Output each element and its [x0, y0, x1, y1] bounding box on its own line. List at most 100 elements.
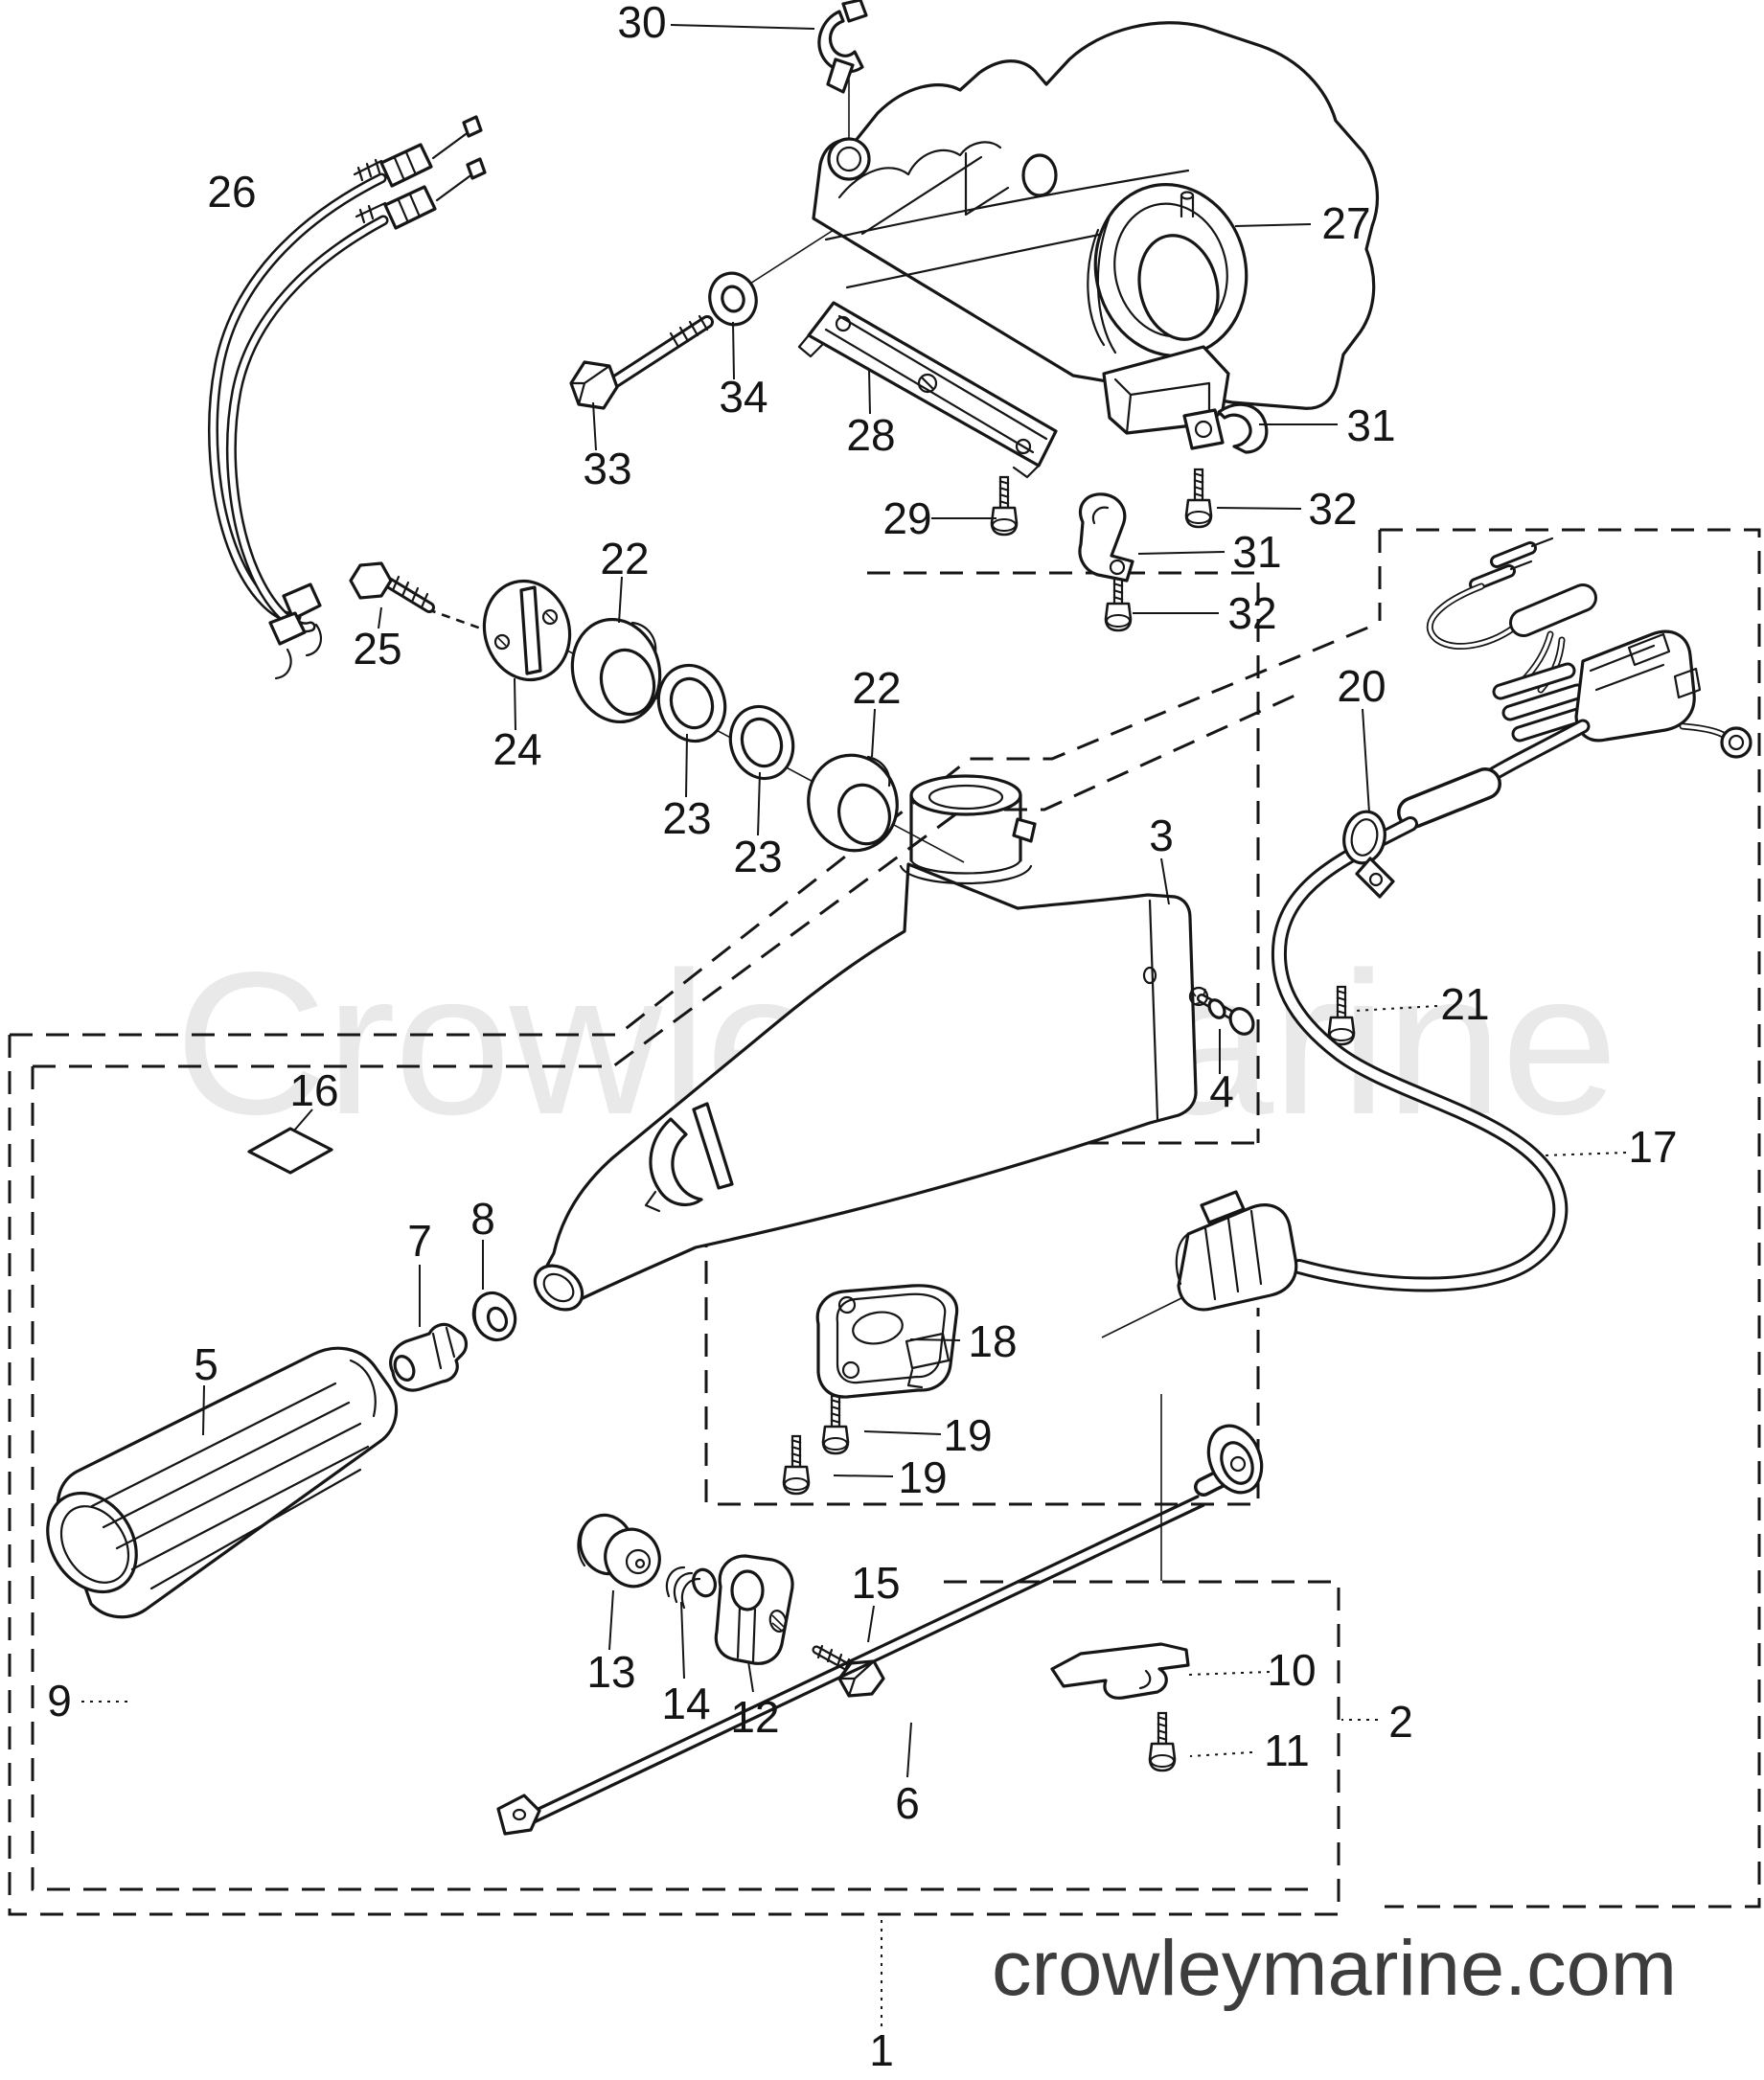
callout-label-14: 14 [661, 1679, 710, 1728]
ring-terminal [1720, 726, 1753, 759]
part-slide-plate-28 [797, 301, 1058, 479]
harness-end-connector [1177, 1203, 1298, 1312]
callout-leader-12 [747, 1660, 754, 1693]
callout-label-3: 3 [1149, 811, 1174, 860]
callout-label-32: 32 [1308, 484, 1357, 534]
callout-leader-10 [1187, 1671, 1271, 1676]
callout-label-34: 34 [719, 372, 767, 422]
part-grommet-22a [570, 617, 662, 724]
callout-label-15: 15 [851, 1558, 900, 1608]
callout-label-10: 10 [1267, 1645, 1316, 1695]
part-spring-14 [665, 1566, 717, 1610]
group-box-bracket [704, 1188, 1260, 1506]
callout-leader-22 [871, 708, 876, 758]
callout-label-32: 32 [1227, 588, 1276, 638]
callout-label-16: 16 [289, 1065, 338, 1115]
footer-site-text: crowleymarine.com [992, 1925, 1677, 2012]
part-clip-30 [817, 0, 868, 94]
callout-leader-15 [867, 1605, 875, 1643]
cable-retainer-band [692, 1102, 734, 1190]
callout-label-6: 6 [895, 1778, 920, 1828]
group-box-1-inner [33, 690, 1304, 1068]
callout-label-19: 19 [898, 1452, 947, 1502]
callout-label-12: 12 [730, 1692, 779, 1742]
callout-leader-5 [202, 1384, 205, 1436]
callout-label-17: 17 [1628, 1122, 1677, 1172]
callout-label-27: 27 [1321, 198, 1370, 248]
callout-label-19: 19 [943, 1410, 992, 1460]
group-box-1-outer [10, 621, 1381, 1037]
callout-label-18: 18 [968, 1316, 1017, 1366]
part-washer-23a [656, 663, 727, 743]
part-clamp-12 [714, 1554, 794, 1665]
part-screw-32a [1184, 468, 1213, 529]
callout-label-23: 23 [733, 832, 782, 881]
callout-label-11: 11 [1264, 1726, 1310, 1775]
callout-leader-25 [378, 606, 382, 629]
callout-label-30: 30 [617, 0, 666, 47]
part-clip-10 [1050, 1642, 1190, 1700]
callout-leader-11 [1189, 1751, 1253, 1757]
callout-leader-18 [909, 1338, 961, 1341]
part-bolt-33 [569, 314, 714, 410]
callout-leader-14 [680, 1601, 685, 1680]
callout-leader-30 [670, 24, 815, 30]
callout-label-31: 31 [1232, 527, 1281, 577]
callout-leader-22 [618, 576, 623, 624]
part-clamp-31b [1078, 492, 1134, 583]
callout-leader-23 [685, 733, 688, 798]
callout-label-29: 29 [882, 493, 931, 543]
callout-leader-23 [757, 771, 761, 836]
callout-leader-19 [833, 1474, 894, 1477]
callout-label-33: 33 [583, 444, 631, 493]
part-clamp-20 [1342, 810, 1395, 899]
callout-leader-13 [608, 1589, 614, 1651]
callout-label-1: 1 [869, 2025, 894, 2075]
callout-leader-34 [732, 321, 735, 380]
harness-connector [1574, 629, 1696, 743]
part-bolt-25 [349, 561, 435, 613]
callout-label-7: 7 [407, 1216, 432, 1266]
callout-label-20: 20 [1337, 661, 1386, 711]
callout-leader-32 [1216, 507, 1302, 510]
part-grommet-8 [471, 1291, 517, 1342]
callout-label-24: 24 [493, 724, 541, 774]
callout-label-22: 22 [852, 663, 901, 713]
callout-label-26: 26 [207, 167, 256, 217]
callout-label-25: 25 [353, 624, 401, 674]
part-bracket-housing-27 [812, 21, 1380, 435]
callout-label-28: 28 [846, 410, 895, 460]
callout-label-9: 9 [47, 1676, 72, 1726]
callout-leader-20 [1362, 708, 1370, 813]
callout-leader-19 [863, 1430, 942, 1435]
group-box-1-frame-inner [31, 1066, 1315, 1891]
part-screw-29 [990, 475, 1019, 537]
group-boxes [8, 528, 1761, 1916]
part-wiring-harness-17 [1175, 537, 1753, 1312]
callout-label-22: 22 [600, 534, 649, 583]
group-box-harness [1378, 528, 1761, 1909]
part-clamp-31a [1182, 402, 1269, 454]
callout-label-2: 2 [1388, 1697, 1413, 1747]
callout-label-13: 13 [586, 1647, 635, 1697]
part-screw-4 [1188, 986, 1255, 1036]
part-washer-34 [708, 271, 758, 327]
part-throttle-rod-6 [496, 1424, 1264, 1836]
part-screw-19b [782, 1434, 811, 1496]
callout-leader-33 [592, 401, 597, 451]
part-throttle-cables [208, 115, 487, 680]
part-handle-grip-5 [46, 1346, 399, 1619]
part-grommet-22b [807, 753, 899, 853]
callout-leader-3 [1160, 857, 1170, 905]
callout-leader-28 [868, 368, 871, 415]
callout-label-4: 4 [1209, 1066, 1234, 1116]
part-retainer-24 [482, 579, 572, 682]
part-knob-13 [577, 1513, 661, 1589]
callout-leader-31 [1137, 551, 1226, 555]
callout-label-31: 31 [1346, 400, 1395, 450]
part-tiller-arm-3 [533, 774, 1198, 1312]
callout-layer: 3026273433282931323132252224232322320211… [47, 0, 1677, 2075]
part-fitting-7 [389, 1322, 469, 1392]
